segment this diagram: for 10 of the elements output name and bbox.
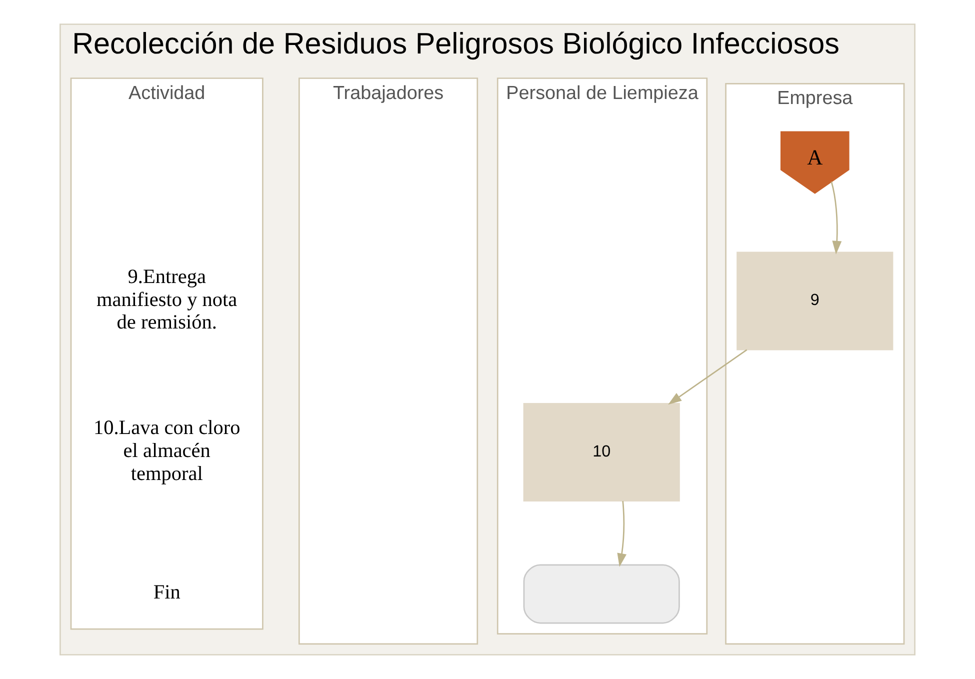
label: 9.Entrega manifiesto y nota de remisión. — [96, 266, 238, 334]
node-box: 10 — [523, 402, 680, 502]
node-oval — [523, 564, 680, 624]
label: 10.Lava con cloro el almacén temporal — [93, 417, 240, 485]
arrow — [617, 501, 627, 567]
node-box: Trabajadores — [298, 78, 478, 645]
arrow — [830, 182, 842, 254]
arrow — [668, 349, 748, 405]
label: Fin — [153, 582, 180, 604]
node-box: 9 — [736, 252, 894, 350]
